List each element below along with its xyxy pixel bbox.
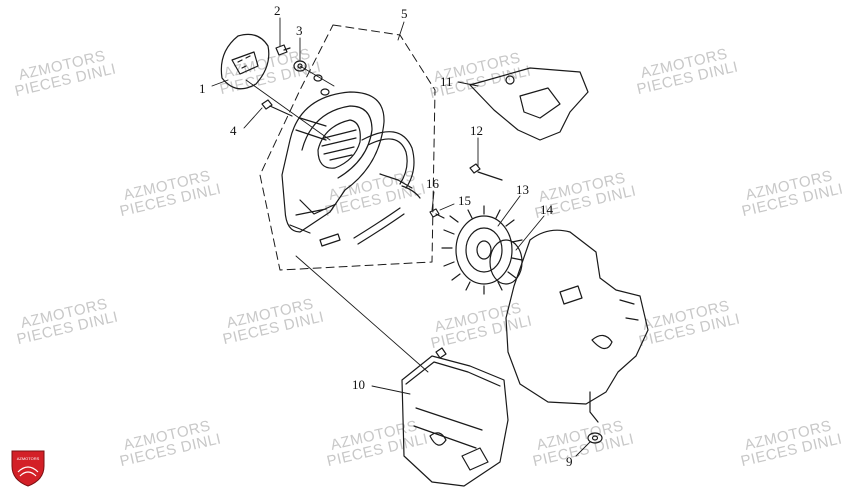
- callout-11: 11: [440, 74, 453, 89]
- part-13-cooling-fan: [441, 205, 523, 295]
- part-9-nut: [587, 432, 603, 444]
- leader-line: [515, 215, 545, 251]
- callout-5: 5: [401, 6, 408, 21]
- alignment-line: [299, 65, 335, 87]
- leader-line: [431, 191, 435, 211]
- part-11-gasket: [469, 67, 589, 141]
- part-2-bolt: [275, 44, 291, 56]
- callout-10: 10: [352, 377, 365, 392]
- callout-13: 13: [516, 182, 529, 197]
- part-4-screw: [261, 99, 293, 117]
- leader-line: [439, 203, 455, 211]
- leader-line: [497, 195, 521, 227]
- shield-icon: [11, 450, 45, 487]
- callout-2: 2: [274, 3, 281, 18]
- hose-segment: [353, 207, 405, 245]
- leader-line: [243, 107, 263, 129]
- callout-14: 14: [540, 202, 554, 217]
- leader-line: [397, 21, 405, 41]
- fan-shroud: [281, 91, 385, 247]
- callout-4: 4: [230, 123, 237, 138]
- callout-3: 3: [296, 23, 303, 38]
- callout-12: 12: [470, 123, 483, 138]
- part-16-clip: [379, 173, 421, 199]
- leader-line: [575, 441, 591, 457]
- alignment-line: [245, 79, 331, 141]
- leader-line: [211, 79, 229, 87]
- air-hose: [361, 131, 415, 189]
- callout-16: 16: [426, 176, 440, 191]
- callout-1: 1: [199, 81, 206, 96]
- azmotors-logo: AZMOTORS: [11, 450, 45, 487]
- alignment-line: [295, 255, 429, 373]
- engine-crankcase: [505, 229, 649, 423]
- shroud-assembly-outline: [259, 24, 436, 271]
- leader-line: [457, 81, 479, 87]
- part-10-air-box: [401, 347, 509, 487]
- part-15-screw: [429, 208, 445, 219]
- leader-line: [371, 385, 411, 395]
- callout-15: 15: [458, 193, 471, 208]
- part-3-washer: [293, 60, 330, 96]
- logo-text: AZMOTORS: [17, 456, 40, 461]
- callout-9: 9: [566, 454, 573, 469]
- part-1-plate: [220, 33, 270, 90]
- part-12-bolt: [469, 163, 503, 181]
